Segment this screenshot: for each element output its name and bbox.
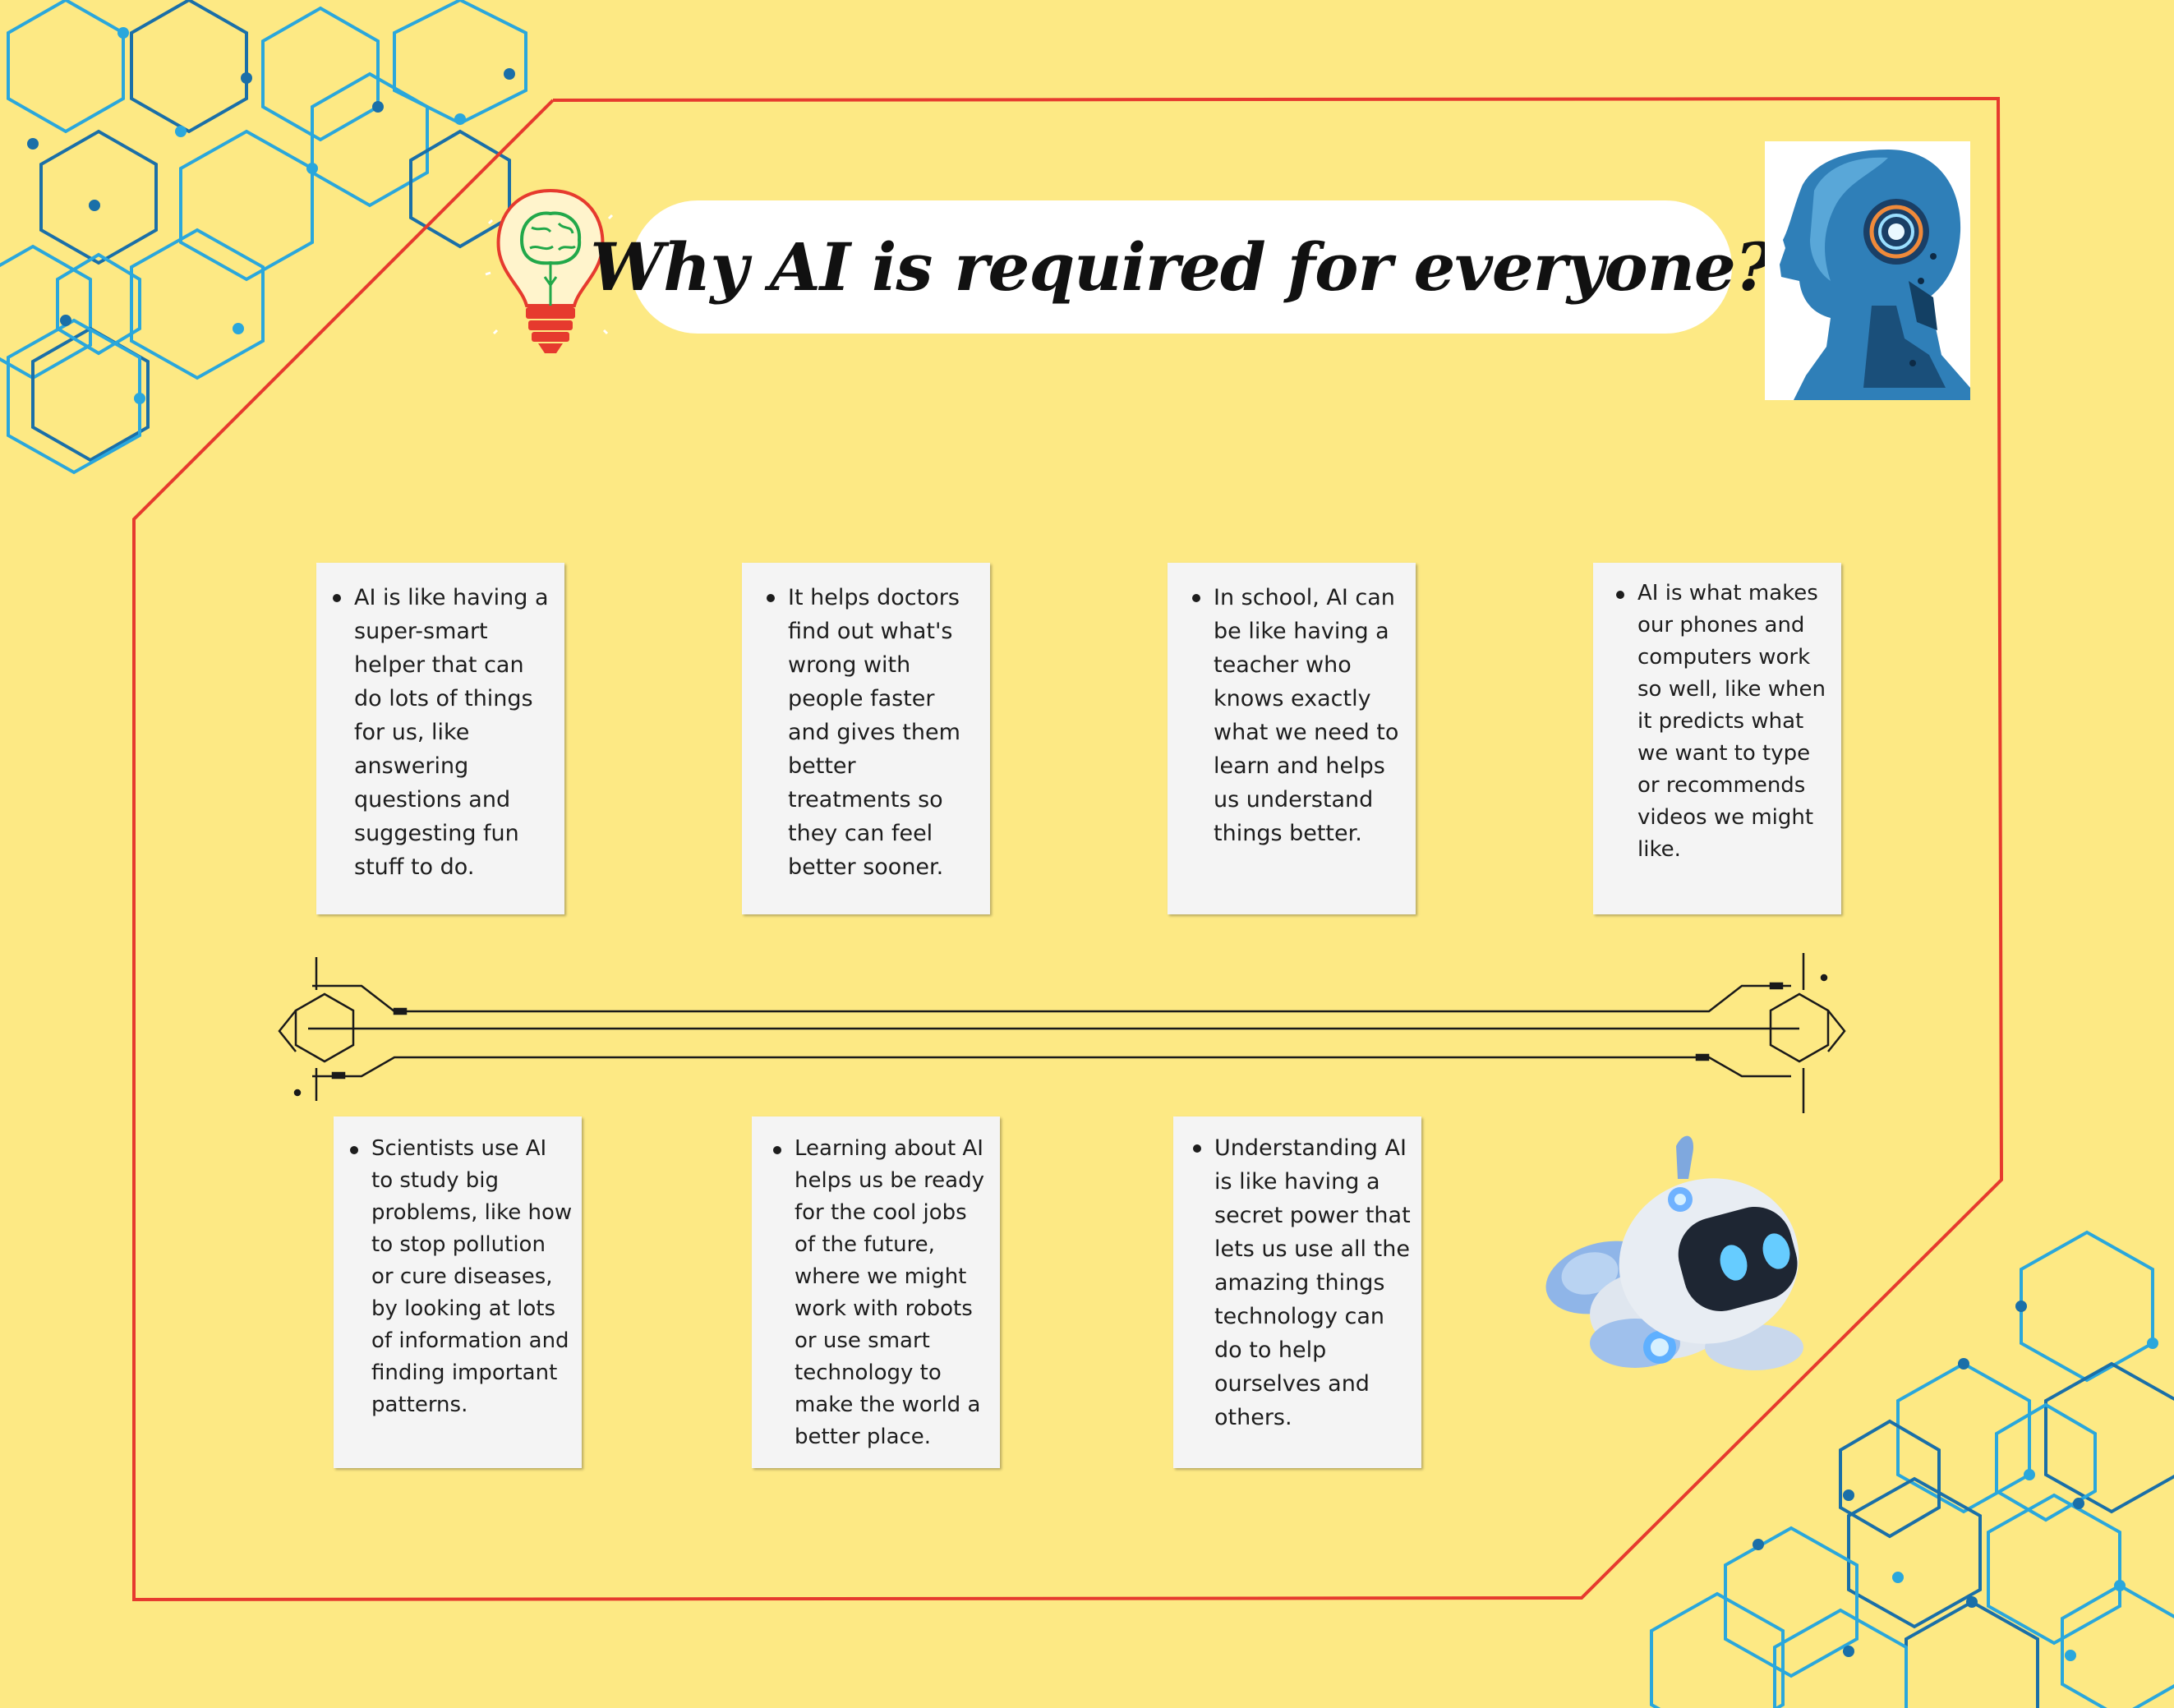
card-text: Learning about AI helps us be ready for … [773, 1133, 992, 1453]
card-text: It helps doctors find out what's wrong w… [767, 581, 982, 884]
circuit-divider [278, 953, 1846, 1113]
card-school: In school, AI can be like having a teach… [1168, 563, 1416, 914]
card-future-jobs: Learning about AI helps us be ready for … [752, 1116, 1000, 1468]
card-text: AI is like having a super-smart helper t… [333, 581, 556, 884]
card-text: In school, AI can be like having a teach… [1192, 581, 1407, 850]
card-secret-power: Understanding AI is like having a secret… [1173, 1116, 1421, 1468]
card-helper: AI is like having a super-smart helper t… [316, 563, 564, 914]
title-banner: Why AI is required for everyone? [590, 200, 1774, 334]
card-scientists: Scientists use AI to study big problems,… [334, 1116, 582, 1468]
robot-head-icon [1765, 141, 1970, 400]
hexagon-pattern-bottom-right [1650, 1230, 2174, 1708]
hexagon-pattern-top-left [0, 0, 527, 475]
card-text: Understanding AI is like having a secret… [1193, 1131, 1413, 1434]
cute-robot-icon [1545, 1135, 1803, 1370]
card-phones: AI is what makes our phones and computer… [1593, 563, 1841, 914]
card-text: Scientists use AI to study big problems,… [350, 1133, 573, 1421]
red-frame [132, 96, 2004, 1602]
lightbulb-brain-icon [485, 188, 616, 353]
page-title: Why AI is required for everyone? [590, 228, 1773, 306]
card-doctors: It helps doctors find out what's wrong w… [742, 563, 990, 914]
card-text: AI is what makes our phones and computer… [1616, 578, 1833, 866]
